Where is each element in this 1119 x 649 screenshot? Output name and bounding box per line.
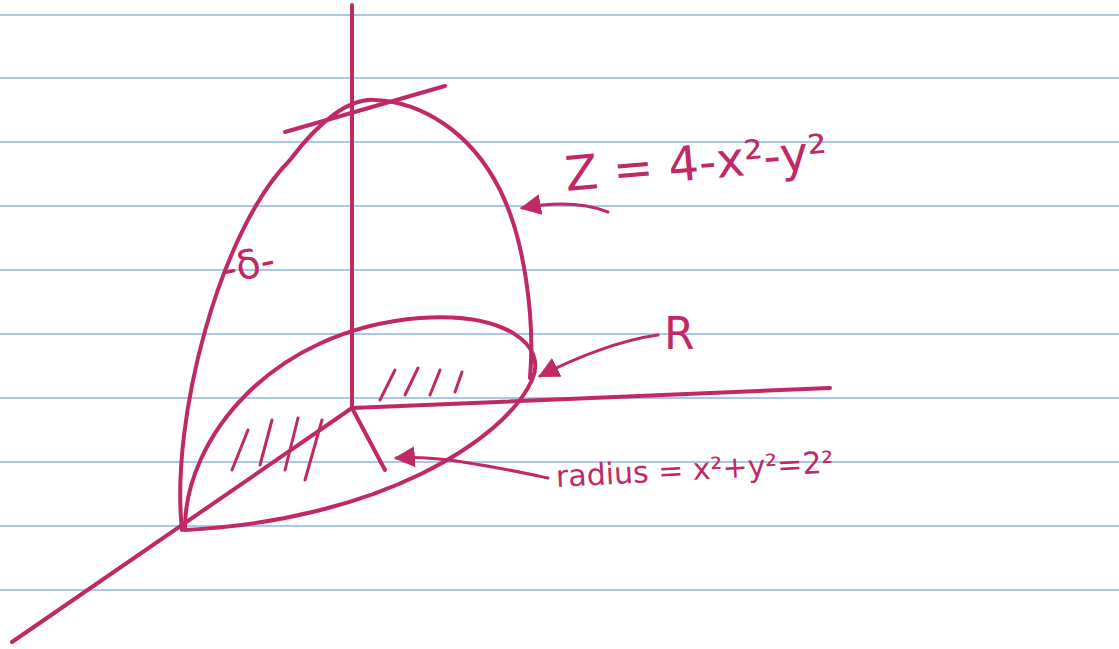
symbol-label: R bbox=[664, 312, 695, 356]
leader-line bbox=[396, 458, 548, 478]
leader-line bbox=[540, 335, 658, 376]
ruled-lines bbox=[0, 15, 1119, 590]
equation-label: Z = 4-x²-y² bbox=[563, 127, 829, 198]
symbol-label: -δ- bbox=[218, 239, 278, 289]
top-tick bbox=[285, 86, 445, 132]
region-r bbox=[185, 317, 535, 530]
y-axis bbox=[352, 388, 830, 408]
radius-note: radius = x²+y²=2² bbox=[555, 447, 834, 492]
sketch-lines bbox=[12, 5, 830, 642]
z-axis bbox=[350, 5, 354, 408]
hatching bbox=[232, 368, 462, 480]
leader-line bbox=[522, 204, 608, 212]
radius-line bbox=[352, 408, 385, 470]
